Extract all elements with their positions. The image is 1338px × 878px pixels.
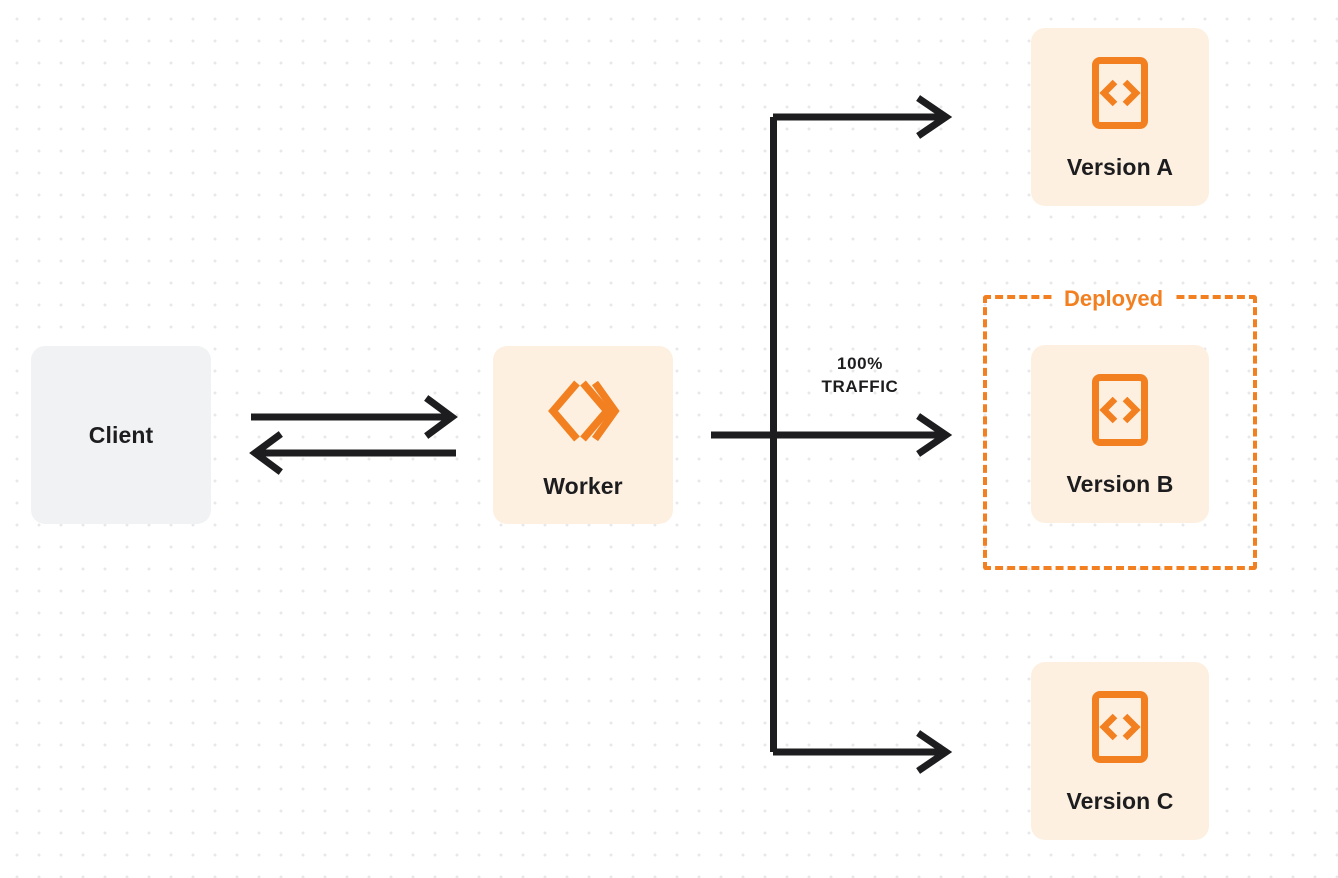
node-version-b[interactable]: Version B [1031, 345, 1209, 523]
node-worker[interactable]: Worker [493, 346, 673, 524]
node-version-b-label: Version B [1066, 470, 1174, 497]
traffic-percent-label: 100% [837, 354, 883, 373]
code-brackets-icon [1091, 373, 1149, 447]
deployed-badge: Deployed [1053, 288, 1175, 310]
node-worker-label: Worker [543, 472, 623, 499]
edge-worker-to-versions [711, 95, 953, 774]
node-client-label: Client [88, 421, 154, 448]
node-version-a[interactable]: Version A [1031, 28, 1209, 206]
node-client[interactable]: Client [31, 346, 211, 524]
node-version-c-label: Version C [1066, 787, 1174, 814]
edge-client-to-worker [251, 395, 458, 439]
cloudflare-workers-logo-icon [545, 373, 621, 449]
node-version-c[interactable]: Version C [1031, 662, 1209, 840]
code-brackets-icon [1091, 56, 1149, 130]
edge-worker-to-client [249, 431, 456, 475]
traffic-annotation: 100% TRAFFIC [760, 353, 960, 399]
code-brackets-icon [1091, 690, 1149, 764]
traffic-word-label: TRAFFIC [821, 376, 899, 396]
node-version-a-label: Version A [1066, 153, 1174, 180]
